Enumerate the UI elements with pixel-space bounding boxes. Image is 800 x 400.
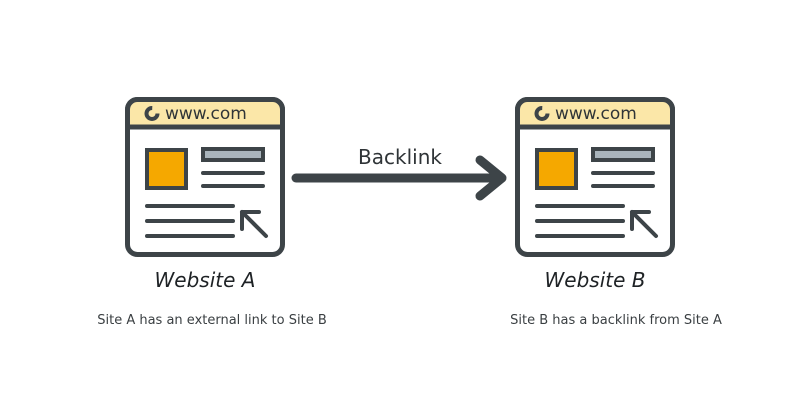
refresh-icon [144, 106, 160, 121]
browser-window-icon [515, 97, 675, 257]
image-placeholder-square [145, 148, 188, 190]
website-b-window: www.com [515, 97, 675, 257]
title-bar-placeholder [201, 147, 265, 162]
cursor-arrow-icon [240, 210, 268, 238]
image-placeholder-square [535, 148, 578, 190]
website-a-window: www.com [125, 97, 285, 257]
website-b-caption: Website B [544, 268, 646, 292]
backlink-label: Backlink [358, 145, 442, 169]
url-text: www.com [555, 104, 637, 124]
cursor-arrow-icon [630, 210, 658, 238]
browser-window-icon [125, 97, 285, 257]
refresh-icon [534, 106, 550, 121]
website-a-caption: Website A [154, 268, 256, 292]
website-b-description: Site B has a backlink from Site A [510, 313, 722, 328]
arrow-right-icon [291, 155, 507, 201]
title-bar-placeholder [591, 147, 655, 162]
url-text: www.com [165, 104, 247, 124]
website-a-description: Site A has an external link to Site B [97, 313, 327, 328]
